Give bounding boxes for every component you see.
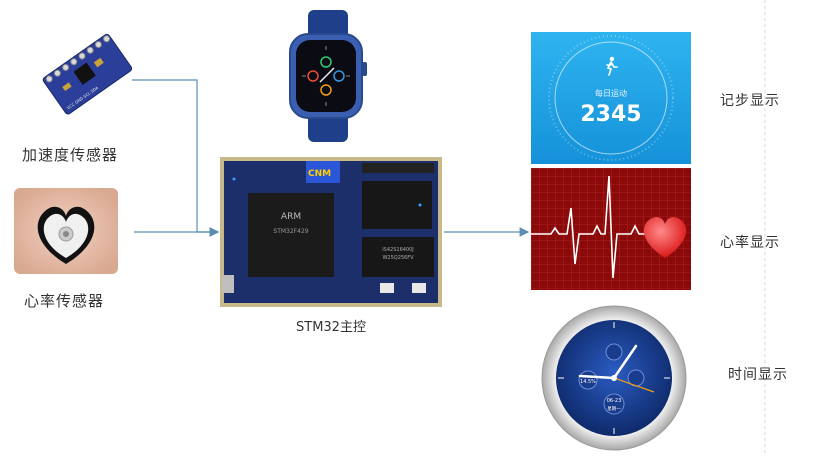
time-display-label: 时间显示 [728,367,788,383]
svg-text:CNM: CNM [308,169,331,179]
mcu-label: STM32主控 [296,320,366,335]
walking-icon [603,56,619,76]
stm32-board-image: CNM ARM STM32F429 IS42S16400J W25Q256FV [220,157,442,307]
watch-left-value: 14.5% [580,379,596,385]
ecg-line [531,175,655,279]
heart-display-panel [531,168,691,290]
chip-brand: ARM [281,212,301,222]
watch-weekday: 星期一 [607,406,621,412]
heart-icon [643,217,687,258]
watch-date: 06-23 [607,398,622,404]
watch-face-image: 14.5% 06-23 星期一 [540,304,688,452]
mem-chip: IS42S16400J [382,247,414,253]
step-display-label: 记步显示 [720,93,780,109]
accel-sensor-label: 加速度传感器 [22,146,119,164]
heart-sensor-image [14,188,118,274]
heart-sensor-label: 心率传感器 [24,292,105,310]
heart-display-label: 心率显示 [720,235,780,251]
step-count: 2345 [580,102,642,127]
step-caption: 每日运动 [595,89,627,98]
smartwatch-image [286,10,370,142]
chip-mark: STM32F429 [273,228,308,235]
accel-to-mcu-arrow [132,79,220,237]
accelerometer-module-image: VCC GND SCL SDA [38,30,138,120]
mem-chip2: W25Q256FV [382,255,414,261]
step-display-panel: 每日运动 2345 [531,32,691,164]
